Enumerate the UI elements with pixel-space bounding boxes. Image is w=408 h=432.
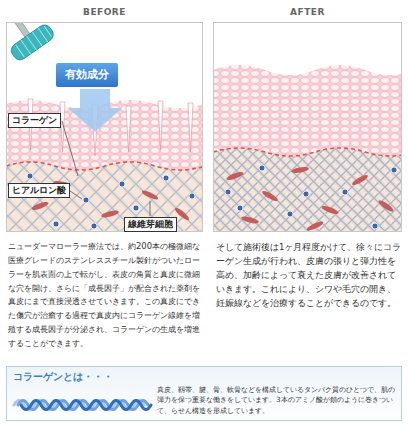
part-name: コラーゲン: [12, 115, 57, 126]
helix-strand: [21, 401, 151, 410]
leader-line: [150, 201, 151, 216]
part-label: ヒアルロン酸: [8, 183, 70, 198]
part-label: 線維芽細胞: [124, 217, 177, 232]
fibroblasts: [226, 166, 395, 232]
basement-membrane: [214, 148, 402, 156]
info-box: コラーゲンとは・・・真皮、靱帯、腱、骨、軟骨などを構成しているタンパク質のひとつ…: [6, 366, 402, 421]
leader-line: [62, 121, 78, 176]
fibroblast: [141, 189, 160, 201]
hyaluronic-dot: [391, 167, 397, 173]
fibroblast: [321, 204, 340, 215]
body-text: そして施術後は1ヶ月程度かけて、徐々にコラーゲン生成が行われ、皮膚の張りと弾力性…: [216, 240, 402, 310]
hyaluronic-dot: [27, 173, 33, 179]
fibroblast: [291, 166, 310, 174]
fibroblast: [377, 199, 395, 214]
fibroblast: [306, 220, 325, 232]
fibroblast: [261, 189, 279, 203]
fibroblast: [31, 200, 50, 211]
hyaluronic-dot: [189, 193, 195, 199]
hyaluronic-dot: [287, 211, 293, 217]
leader-lines: [62, 121, 150, 216]
fibroblast: [226, 170, 245, 181]
hyaluronic-dots: [27, 173, 195, 229]
before-skin: [7, 23, 203, 232]
roller-handle: [12, 23, 30, 37]
panel-heading: BEFORE: [7, 7, 202, 17]
box-label: 有効成分: [65, 67, 109, 83]
fibroblast: [101, 209, 120, 219]
hyaluronic-dot: [83, 197, 89, 203]
hyaluronic-dot: [119, 181, 125, 187]
fibroblast: [351, 173, 369, 187]
fibroblast: [241, 215, 260, 225]
micro-hole: [188, 103, 193, 152]
hyaluronic-dot: [225, 189, 231, 195]
body-text: ニューダーマローラー療法では、約200本の極微細な医療グレードのステンレススチー…: [8, 240, 204, 351]
hyaluronic-dot: [133, 205, 139, 211]
hyaluronic-dot: [303, 191, 309, 197]
roller-needles: [15, 25, 53, 58]
after-skin: [214, 65, 402, 232]
penetration-arrow: [68, 89, 122, 132]
hyaluronic-dot: [163, 175, 169, 181]
derma-roller: [7, 23, 56, 63]
info-text: コラーゲンとは・・・: [13, 370, 395, 383]
info-body: 真皮、靱帯、腱、骨、軟骨などを構成しているタンパク質のひとつで、肌の弾力を保つ重…: [157, 385, 401, 416]
part-name: ヒアルロン酸: [12, 185, 66, 196]
ingredient-box: 有効成分: [56, 63, 118, 87]
hyaluronic-dot: [372, 223, 378, 229]
micro-hole: [158, 101, 163, 150]
image-panel: AFTER: [213, 22, 402, 232]
panel-heading: AFTER: [214, 7, 401, 17]
part-label: コラーゲン: [8, 113, 61, 128]
micro-hole: [126, 106, 131, 152]
roller-drum: [9, 23, 56, 63]
hyaluronic-dot: [342, 189, 348, 195]
basement-membrane: [7, 162, 203, 170]
part-name: 線維芽細胞: [128, 219, 173, 230]
hyaluronic-dot: [237, 205, 243, 211]
hyaluronic-dot: [91, 223, 97, 229]
image-panel: BEFORE有効成分コラーゲンヒアルロン酸線維芽細胞: [6, 22, 203, 232]
hyaluronic-dots: [225, 165, 397, 229]
epidermis: [214, 65, 402, 156]
collagen-helix: [14, 401, 151, 410]
hyaluronic-dot: [53, 221, 59, 227]
info-box-ground: [6, 366, 402, 428]
leader-line: [70, 191, 82, 199]
hyaluronic-dot: [259, 165, 265, 171]
